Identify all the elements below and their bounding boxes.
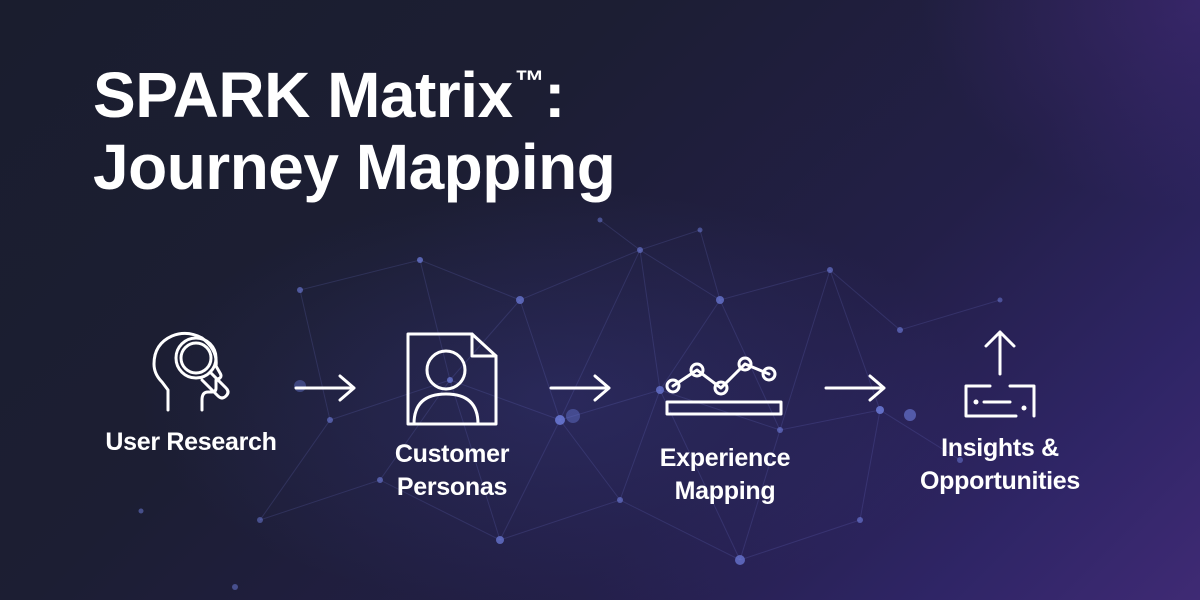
step-customer-personas: Customer Personas	[362, 330, 542, 504]
trademark-symbol: ™	[514, 65, 545, 98]
step-insights-opportunities: Insights & Opportunities	[900, 326, 1100, 498]
step-label: Insights & Opportunities	[920, 434, 1080, 495]
upload-tray-icon	[964, 330, 1036, 418]
page-title: SPARK Matrix™: Journey Mapping	[93, 46, 616, 203]
step-label: Experience Mapping	[659, 444, 791, 505]
arrow-right-icon	[824, 374, 886, 402]
arrow-right-icon	[294, 374, 356, 402]
person-document-icon	[406, 332, 498, 426]
title-line-1: SPARK Matrix™:	[93, 59, 565, 131]
line-chart-bar-icon	[665, 356, 783, 416]
arrow-right-icon	[549, 374, 611, 402]
title-line-2: Journey Mapping	[93, 131, 616, 203]
step-label: Customer Personas	[394, 440, 510, 501]
step-user-research: User Research	[96, 328, 286, 459]
head-magnifier-icon	[152, 331, 230, 412]
step-label: User Research	[105, 428, 277, 456]
step-experience-mapping: Experience Mapping	[630, 352, 820, 508]
